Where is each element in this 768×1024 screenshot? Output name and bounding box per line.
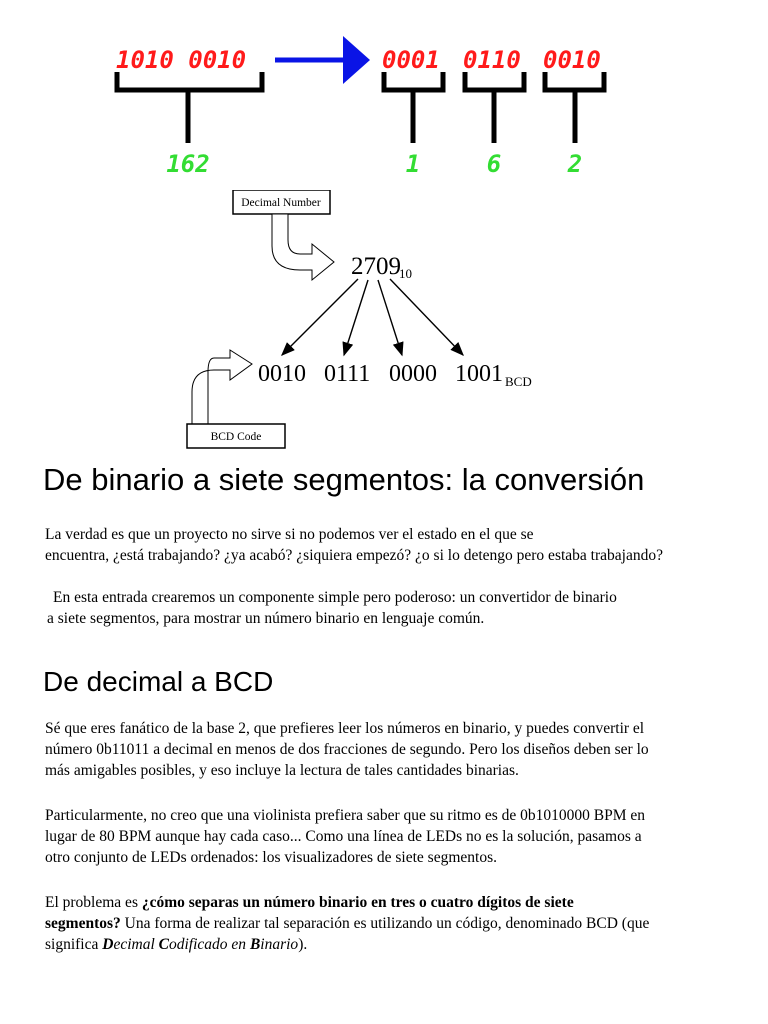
text-run: Una forma de realizar tal separación es … bbox=[120, 915, 650, 932]
text-line: significa Decimal Codificado en Binario)… bbox=[45, 934, 649, 955]
decimal-number-value: 2709 bbox=[351, 253, 401, 280]
bold-letter-b: B bbox=[249, 936, 261, 953]
intro-paragraph-1: La verdad es que un proyecto no sirve si… bbox=[45, 524, 663, 566]
text-line: lugar de 80 BPM aunque hay cada caso... … bbox=[45, 828, 642, 845]
bcd-paragraph-3: El problema es ¿cómo separas un número b… bbox=[45, 892, 649, 955]
bcd-code-group-1: 0010 bbox=[258, 361, 306, 387]
text-line: segmentos? Una forma de realizar tal sep… bbox=[45, 913, 649, 934]
bcd-meaning: Decimal Codificado en Binario bbox=[102, 936, 298, 953]
bcd-code-label: BCD Code bbox=[211, 431, 262, 443]
text-line: a siete segmentos, para mostrar un númer… bbox=[47, 610, 485, 627]
decimal-base-subscript: 10 bbox=[399, 266, 412, 281]
text-line: Particularmente, no creo que una violini… bbox=[45, 807, 646, 824]
bold-question-end: segmentos? bbox=[45, 915, 121, 932]
bcd-group-1: 0001 bbox=[382, 46, 440, 74]
text-line: Sé que eres fanático de la base 2, que p… bbox=[45, 720, 645, 737]
decimal-value-text: 162 bbox=[166, 150, 209, 178]
text-line: más amigables posibles, y eso incluye la… bbox=[45, 762, 519, 779]
hollow-arrow-icon bbox=[191, 349, 253, 425]
binary-to-bcd-figure: 1010 0010 0001 0110 0010 162 1 6 2 bbox=[114, 36, 607, 178]
bcd-suffix-subscript: BCD bbox=[505, 374, 532, 389]
section-title-decimal-to-bcd: De decimal a BCD bbox=[43, 666, 274, 697]
svg-text:2709: 2709 bbox=[351, 253, 401, 280]
decimal-to-bcd-diagram: Decimal Number 2709 10 0010 0111 0000 10… bbox=[186, 190, 532, 449]
hollow-arrow-icon bbox=[271, 213, 335, 282]
decimal-number-label-box bbox=[232, 190, 331, 215]
text-run: ecimal bbox=[113, 936, 159, 953]
bcd-code-label-box bbox=[186, 423, 286, 449]
bcd-code-group-4: 1001 bbox=[455, 361, 503, 387]
bold-letter-c: C bbox=[158, 936, 169, 953]
text-line: encuentra, ¿está trabajando? ¿ya acabó? … bbox=[45, 547, 663, 564]
text-line: otro conjunto de LEDs ordenados: los vis… bbox=[45, 849, 497, 866]
text-line: La verdad es que un proyecto no sirve si… bbox=[45, 526, 534, 543]
conversion-arrow-icon bbox=[275, 36, 370, 84]
text-run: El problema es bbox=[45, 894, 142, 911]
bcd-digit-3: 2 bbox=[567, 150, 582, 178]
bcd-code-group-2: 0111 bbox=[324, 361, 370, 387]
bcd-group-3: 0010 bbox=[543, 46, 601, 74]
text-run: significa bbox=[45, 936, 103, 953]
bcd-paragraph-2: Particularmente, no creo que una violini… bbox=[45, 805, 645, 868]
text-line: número 0b11011 a decimal en menos de dos… bbox=[45, 741, 649, 758]
bracket-lines bbox=[114, 72, 607, 143]
bcd-paragraph-1: Sé que eres fanático de la base 2, que p… bbox=[45, 718, 649, 781]
decimal-number-label: Decimal Number bbox=[241, 197, 321, 209]
bcd-digit-1: 1 bbox=[406, 150, 420, 178]
text-run: odificado en bbox=[169, 936, 250, 953]
bcd-group-2: 0110 bbox=[463, 46, 521, 74]
bold-question: ¿cómo separas un número binario en tres … bbox=[141, 894, 574, 911]
intro-paragraph-2: En esta entrada crearemos un componente … bbox=[47, 587, 617, 629]
text-run: ). bbox=[298, 936, 308, 953]
bold-letter-d: D bbox=[102, 936, 114, 953]
binary-input-text: 1010 0010 bbox=[116, 46, 246, 74]
split-arrows bbox=[281, 278, 464, 357]
text-run: inario bbox=[260, 936, 299, 953]
text-line: El problema es ¿cómo separas un número b… bbox=[45, 892, 649, 913]
bcd-code-group-3: 0000 bbox=[389, 361, 437, 387]
bcd-digit-2: 6 bbox=[487, 150, 501, 178]
section-title-binary-to-seven-segment: De binario a siete segmentos: la convers… bbox=[43, 462, 645, 497]
text-line: En esta entrada crearemos un componente … bbox=[53, 589, 617, 606]
